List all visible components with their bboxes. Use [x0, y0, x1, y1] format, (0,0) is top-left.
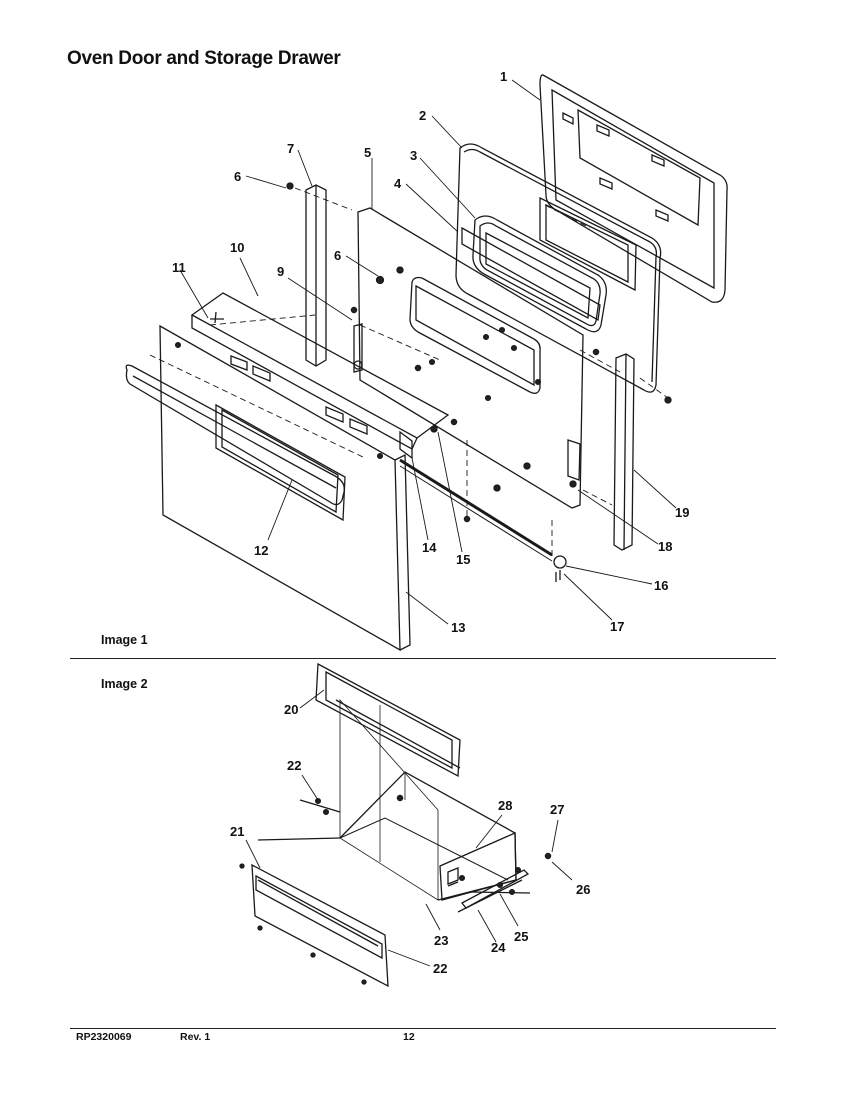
callout-14: 14	[422, 540, 437, 555]
callout-16: 16	[654, 578, 668, 593]
part-1-inner-door-liner	[539, 74, 728, 303]
image-1-label: Image 1	[101, 633, 148, 647]
callout-22a: 22	[287, 758, 301, 773]
part-20-drawer-back	[315, 662, 461, 778]
page-title: Oven Door and Storage Drawer	[67, 48, 341, 69]
part-5-door-frame	[357, 207, 584, 509]
part-12-door-handle	[125, 364, 346, 522]
part-11-top-trim-channel	[190, 292, 450, 460]
callout-8: 8	[234, 169, 241, 184]
callout-15: 15	[456, 552, 470, 567]
callout-26: 26	[576, 882, 590, 897]
hardware-screws	[174, 182, 672, 523]
callout-23: 23	[434, 933, 448, 948]
callout-6b: 6	[234, 169, 241, 184]
part-2-door-gasket	[455, 143, 662, 393]
assembly-lines	[149, 187, 669, 558]
callout-6a: 6	[334, 248, 341, 263]
image-2-label: Image 2	[101, 677, 148, 691]
callout-2: 2	[419, 108, 426, 123]
part-24-slide-rail	[457, 869, 531, 913]
callout-4: 4	[394, 176, 402, 191]
footer-revision: Rev. 1	[180, 1031, 211, 1043]
callout-7: 7	[287, 141, 294, 156]
callout-11: 11	[172, 260, 186, 275]
callout-numbers-image2: 20 21 22 22 23 24 25 26 27 28	[230, 702, 590, 976]
section-divider	[70, 658, 776, 659]
leader-lines-image2	[245, 689, 573, 967]
callout-28: 28	[498, 798, 512, 813]
callout-5: 5	[364, 145, 371, 160]
callout-13: 13	[451, 620, 465, 635]
footer-page-number: 12	[403, 1031, 415, 1043]
callout-9: 9	[277, 264, 284, 279]
callout-18: 18	[658, 539, 672, 554]
callout-20: 20	[284, 702, 298, 717]
callout-3: 3	[410, 148, 417, 163]
drawer-hardware	[239, 794, 552, 985]
callout-17: 17	[610, 619, 624, 634]
callout-10: 10	[230, 240, 244, 255]
part-23-drawer-side	[439, 832, 517, 901]
callout-1: 1	[500, 69, 507, 84]
part-19-right-hinge-channel	[613, 353, 635, 551]
part-14-bottom-rod	[399, 458, 567, 582]
part-21-drawer-front	[251, 863, 389, 988]
callout-24: 24	[491, 940, 506, 955]
callout-22b: 22	[433, 961, 447, 976]
callout-12: 12	[254, 543, 268, 558]
callout-25: 25	[514, 929, 528, 944]
part-4-glass-frame	[461, 226, 601, 322]
footer-rule	[70, 1028, 776, 1029]
part-3-window-pack	[472, 215, 607, 333]
leader-lines-image1	[179, 79, 677, 625]
drawer-body	[257, 698, 517, 901]
callout-21: 21	[230, 824, 244, 839]
part-13-outer-door-panel	[159, 324, 411, 652]
footer-part-code: RP2320069	[76, 1031, 132, 1043]
callout-19: 19	[675, 505, 689, 520]
part-7-left-hinge-channel	[305, 184, 363, 373]
callout-27: 27	[550, 802, 564, 817]
callout-numbers-image1: 1 2 3 4 5 6 6 7 8 9 10 11 12 13 14 15 16…	[172, 69, 689, 635]
